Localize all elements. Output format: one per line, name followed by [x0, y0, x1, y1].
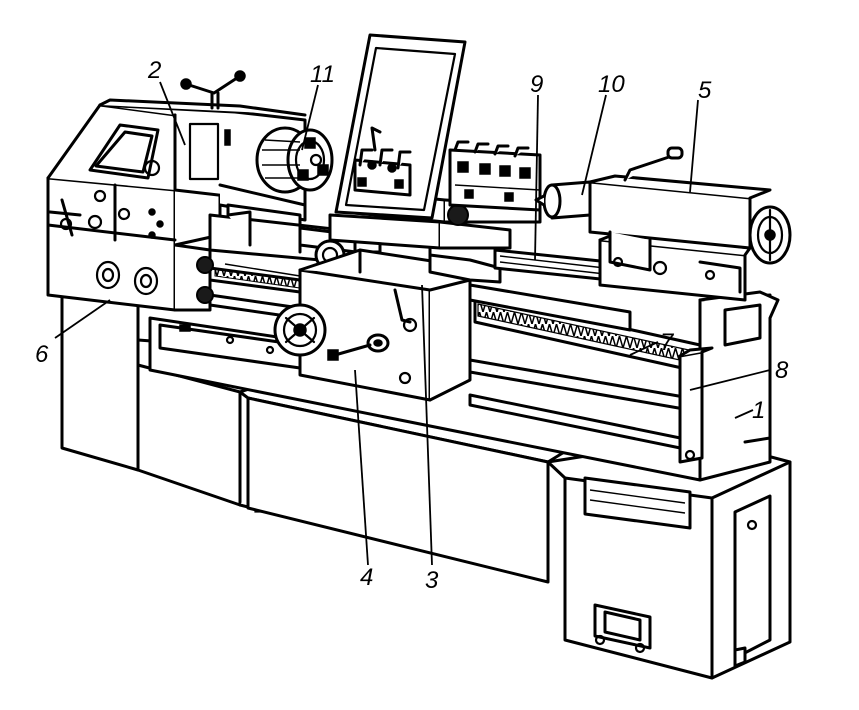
leader-6 [54, 299, 111, 339]
headstock [88, 70, 307, 254]
callout-9: 9 [530, 71, 543, 98]
callout-11: 11 [310, 61, 335, 88]
leader-8 [689, 369, 771, 391]
tailstock [588, 146, 792, 302]
leader-11 [301, 84, 319, 151]
tailstock-quill [534, 180, 592, 220]
tool-post-right [448, 140, 542, 212]
apron [273, 248, 502, 402]
leader-7 [629, 341, 659, 356]
leader-1 [734, 409, 754, 419]
callout-1: 1 [752, 397, 765, 424]
leader-2 [159, 81, 186, 146]
tool-post-left [353, 126, 412, 197]
leader-9 [534, 94, 539, 261]
callout-labels: 1 2 3 4 5 6 7 8 9 10 11 [35, 57, 789, 594]
leader-10 [581, 94, 607, 196]
leader-5 [689, 99, 699, 193]
leader-3 [421, 284, 433, 566]
lead-screw [208, 263, 692, 452]
callout-5: 5 [698, 77, 712, 104]
chuck [255, 126, 334, 194]
callout-8: 8 [775, 357, 789, 384]
bed-end-support [678, 346, 714, 464]
callout-6: 6 [35, 341, 49, 368]
callout-2: 2 [147, 57, 161, 84]
callout-10: 10 [598, 71, 625, 98]
leader-4 [354, 369, 369, 566]
callout-4: 4 [360, 564, 373, 591]
callout-3: 3 [425, 567, 439, 594]
leader-lines [54, 81, 771, 566]
callout-7: 7 [660, 329, 675, 356]
